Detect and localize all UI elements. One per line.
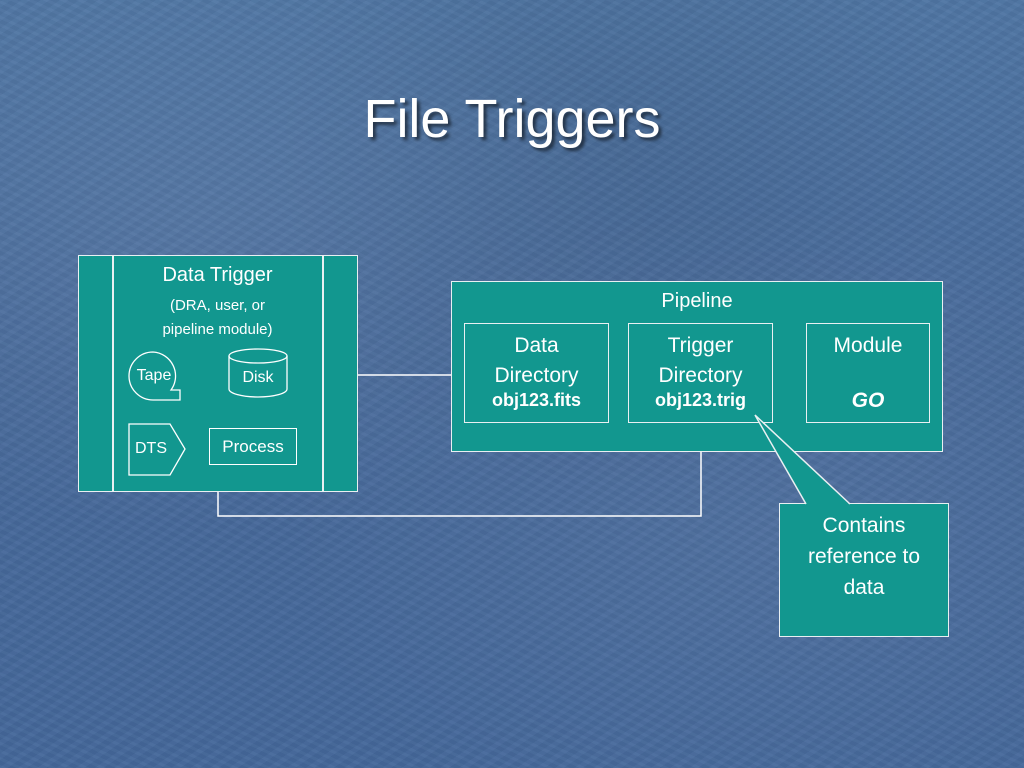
- trigger-directory-file: obj123.trig: [654, 390, 747, 410]
- module-label: Module: [833, 334, 903, 357]
- data-trigger-left-bar: [112, 255, 114, 492]
- dts-icon: [128, 423, 186, 476]
- callout-line-3: data: [843, 576, 885, 599]
- trigger-directory-label-2: Directory: [658, 364, 743, 387]
- data-trigger-subtitle-1: (DRA, user, or: [169, 297, 266, 314]
- arrow-process-to-trigger-dir: [217, 424, 705, 517]
- module-box: [806, 323, 930, 423]
- callout-line-2: reference to: [807, 545, 921, 568]
- tape-label: Tape: [136, 367, 172, 384]
- data-trigger-right-bar: [322, 255, 324, 492]
- slide-title: File Triggers: [363, 89, 661, 149]
- callout-box: [779, 503, 949, 637]
- data-trigger-box: [78, 255, 358, 492]
- data-directory-box: [464, 323, 609, 423]
- data-directory-label-1: Data: [514, 334, 559, 357]
- trigger-directory-label-1: Trigger: [667, 334, 734, 357]
- dts-label: DTS: [135, 440, 167, 457]
- trigger-directory-box: [628, 323, 773, 423]
- process-label: Process: [222, 437, 284, 456]
- pipeline-title: Pipeline: [661, 290, 733, 312]
- process-box: [209, 428, 297, 465]
- data-trigger-subtitle-2: pipeline module): [162, 321, 273, 338]
- module-status: GO: [851, 389, 885, 412]
- disk-label: Disk: [242, 369, 274, 386]
- data-directory-label-2: Directory: [494, 364, 579, 387]
- disk-icon: [228, 348, 288, 398]
- tape-icon: [128, 351, 181, 401]
- data-directory-file: obj123.fits: [491, 390, 582, 410]
- data-trigger-title: Data Trigger: [162, 264, 273, 286]
- callout-line-1: Contains: [822, 514, 906, 537]
